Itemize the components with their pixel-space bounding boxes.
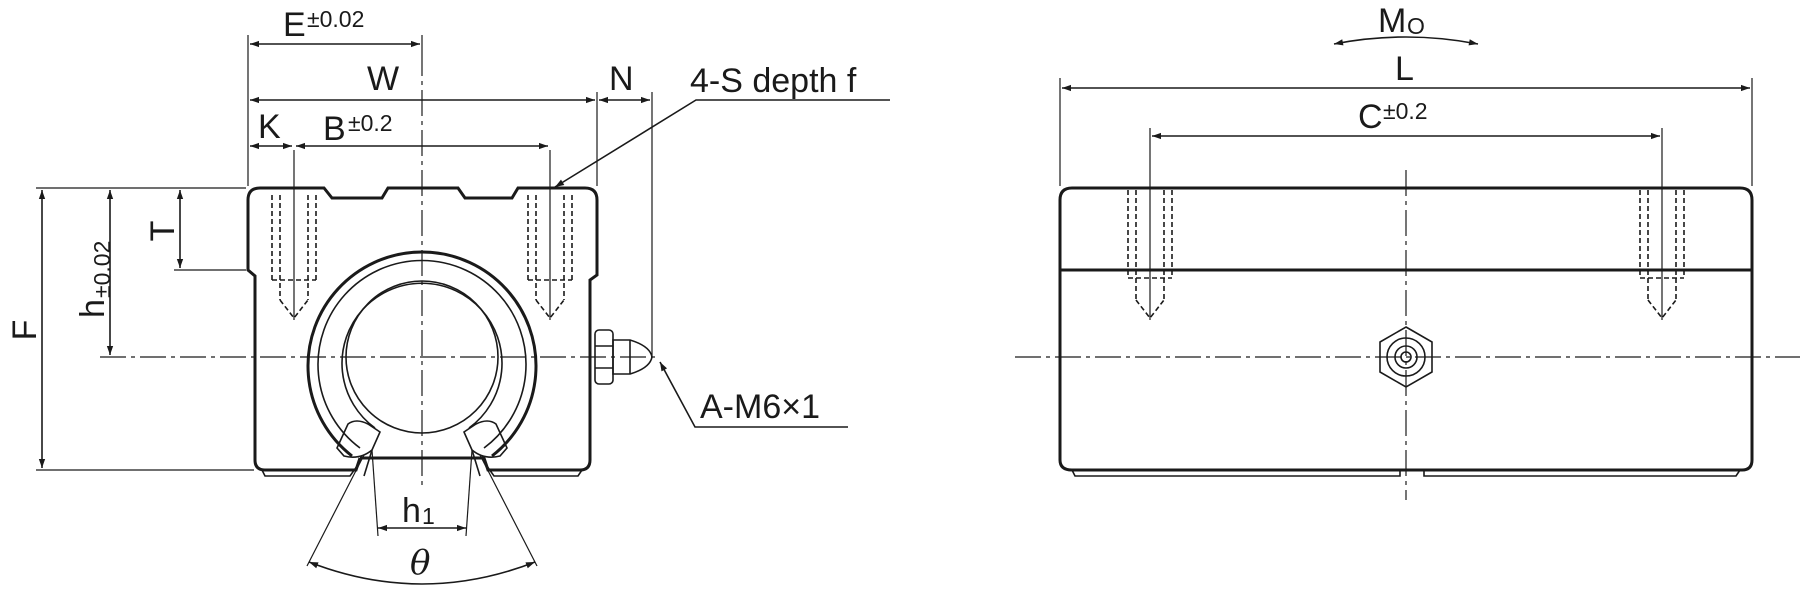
callout-holes: 4-S depth f bbox=[690, 62, 857, 100]
side-body-outline bbox=[1058, 186, 1754, 472]
tol-E: ±0.02 bbox=[307, 6, 364, 32]
side-base-right bbox=[1423, 469, 1741, 477]
leader-grease bbox=[659, 361, 848, 428]
sub-h1: 1 bbox=[422, 503, 435, 529]
label-C: C bbox=[1358, 98, 1383, 136]
front-view: E ±0.02 W N K B ±0.2 T h ±0.02 F h 1 θ 4… bbox=[6, 6, 890, 585]
label-F: F bbox=[6, 320, 44, 341]
side-base-left bbox=[1071, 469, 1401, 477]
outer-ring bbox=[306, 250, 538, 458]
label-theta: θ bbox=[410, 543, 430, 583]
side-tapped-hole-right bbox=[1639, 128, 1685, 320]
grease-nipple-hex-icon bbox=[1379, 326, 1433, 388]
tapped-hole-right bbox=[527, 150, 573, 320]
tol-h: ±0.02 bbox=[89, 241, 115, 298]
label-W: W bbox=[367, 60, 399, 98]
ext-h1-right bbox=[465, 449, 473, 537]
label-T: T bbox=[144, 221, 182, 242]
housing-base bbox=[261, 461, 583, 477]
tapped-hole-left bbox=[271, 150, 317, 320]
side-view: M O L C ±0.2 bbox=[1015, 2, 1800, 500]
slot-right bbox=[471, 449, 481, 477]
inner-ring bbox=[341, 282, 503, 429]
label-L: L bbox=[1395, 50, 1414, 88]
theta-ext-right bbox=[479, 454, 538, 567]
slot-left bbox=[363, 449, 373, 477]
tol-B: ±0.2 bbox=[348, 110, 393, 136]
label-h1: h bbox=[402, 492, 421, 530]
seal-left bbox=[336, 420, 382, 458]
grease-nipple-side-icon bbox=[594, 329, 653, 385]
housing-outline bbox=[246, 186, 599, 472]
seal-right bbox=[462, 420, 508, 458]
label-E: E bbox=[283, 6, 306, 44]
sub-M: O bbox=[1407, 13, 1425, 39]
side-tapped-hole-left bbox=[1127, 128, 1173, 320]
label-K: K bbox=[258, 108, 281, 146]
tol-C: ±0.2 bbox=[1383, 98, 1428, 124]
moment-arrow bbox=[1333, 36, 1479, 46]
shaft-bore bbox=[345, 280, 499, 434]
label-N: N bbox=[609, 60, 634, 98]
leader-holes bbox=[554, 99, 890, 188]
label-M: M bbox=[1378, 2, 1406, 40]
callout-grease: A-M6×1 bbox=[700, 388, 820, 426]
label-B: B bbox=[323, 110, 346, 148]
ext-h1-left bbox=[371, 449, 379, 537]
middle-ring bbox=[317, 259, 527, 449]
dim-theta bbox=[308, 561, 536, 585]
theta-ext-left bbox=[306, 454, 365, 567]
label-h: h bbox=[74, 299, 112, 318]
